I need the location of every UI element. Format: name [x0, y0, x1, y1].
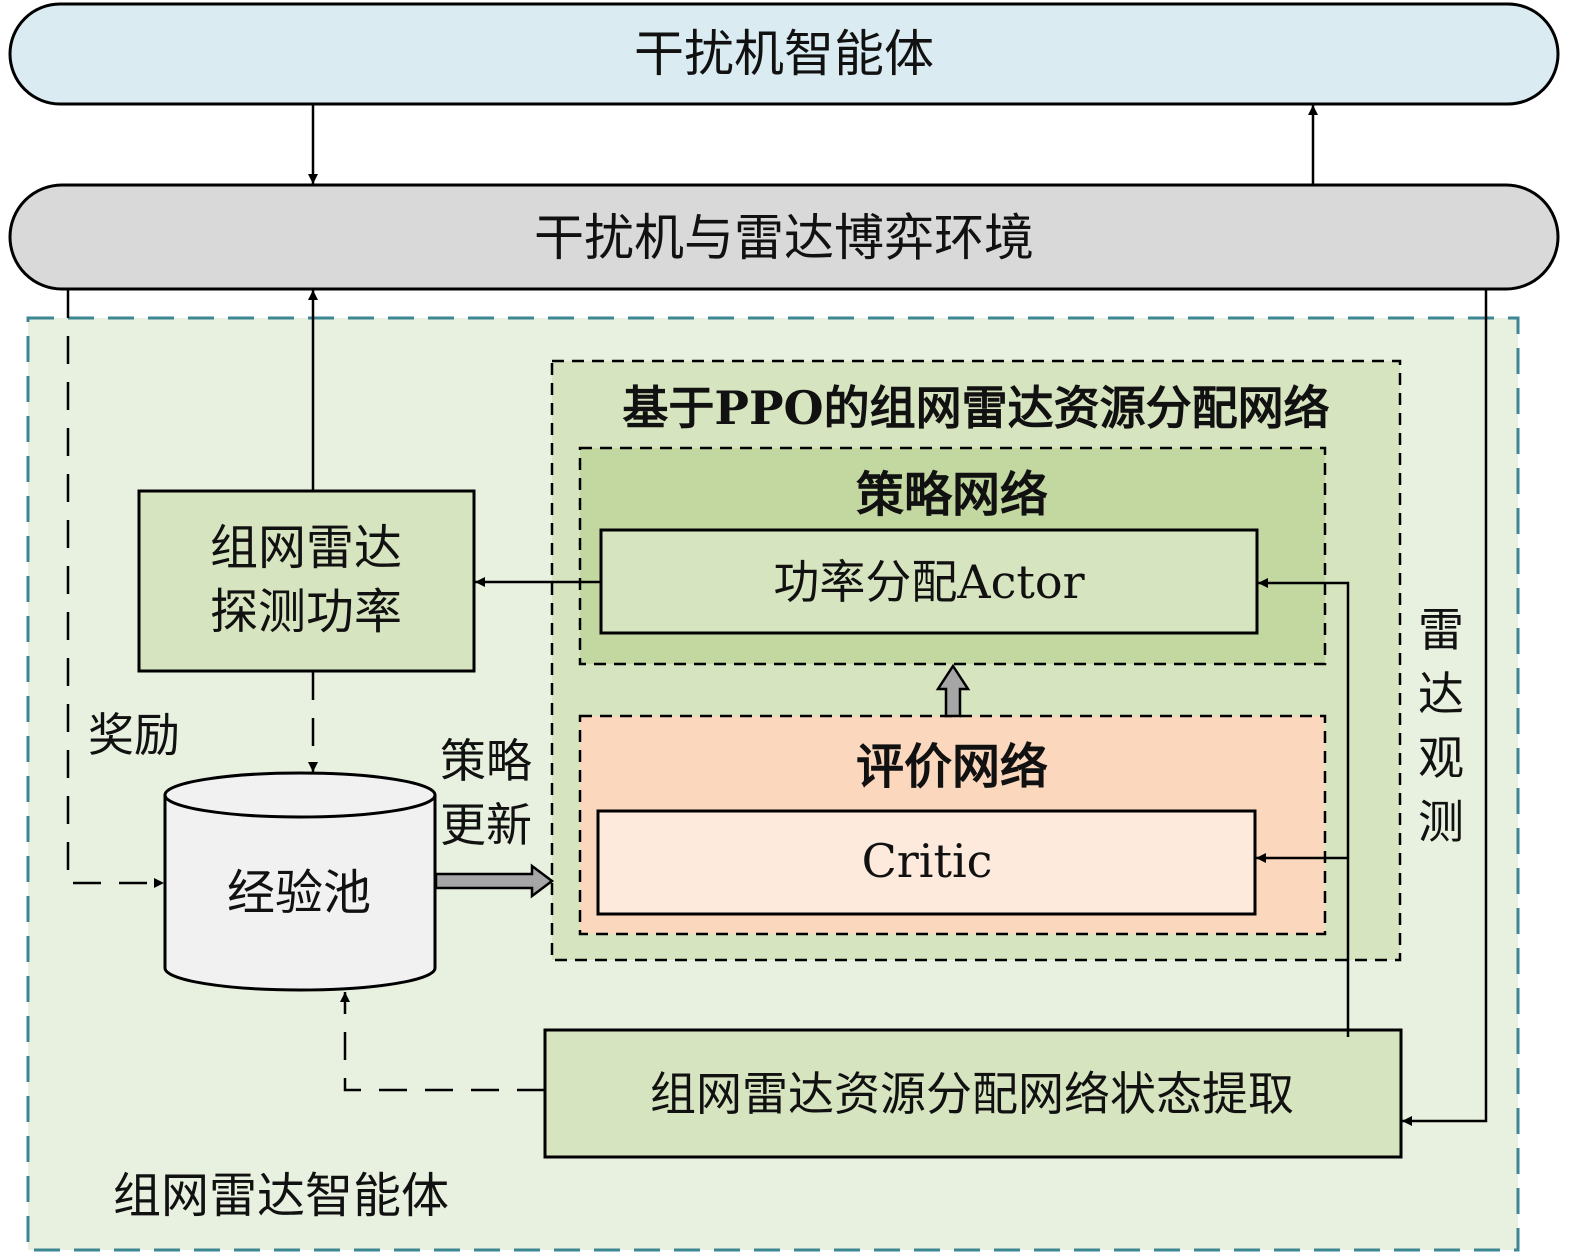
radar-observation-char-3: 观 [1418, 731, 1464, 785]
critic-box[interactable] [596, 809, 1257, 916]
arrow-env-to-state [1402, 290, 1488, 1126]
detection-power-box[interactable] [137, 489, 476, 673]
detection-power-label-line1: 组网雷达 [209, 520, 403, 576]
arrow-state-to-pool [340, 992, 545, 1092]
experience-pool-label: 经验池 [226, 865, 372, 921]
ppo-network-title: 基于PPO的组网雷达资源分配网络 [622, 381, 1330, 435]
actor-label: 功率分配Actor [773, 555, 1085, 609]
radar-observation-char-2: 达 [1418, 667, 1464, 721]
arrow-state-to-actor [1258, 578, 1350, 1037]
critic-network-title: 评价网络 [855, 739, 1049, 795]
radar-observation-char-1: 雷 [1418, 603, 1464, 657]
policy-network-title: 策略网络 [855, 467, 1049, 523]
policy-update-label-line1: 策略 [440, 734, 532, 788]
reward-label: 奖励 [88, 708, 180, 762]
environment-box[interactable] [8, 183, 1560, 291]
detection-power-label-line2: 探测功率 [209, 584, 403, 640]
radar-agent-label: 组网雷达智能体 [113, 1168, 450, 1224]
environment-label: 干扰机与雷达博弈环境 [534, 209, 1034, 267]
radar-observation-char-4: 测 [1418, 795, 1464, 849]
hollow-arrow-pool-to-ppo [434, 863, 555, 899]
critic-label: Critic [861, 834, 993, 888]
hollow-arrow-critic-to-actor [935, 663, 971, 718]
policy-update-label-line2: 更新 [440, 798, 532, 852]
jammer-agent-label: 干扰机智能体 [634, 25, 934, 83]
jammer-agent-box[interactable] [8, 2, 1560, 106]
state-extraction-box[interactable] [543, 1028, 1403, 1159]
experience-pool-cylinder[interactable] [163, 771, 437, 992]
arrow-reward-to-pool [66, 290, 164, 888]
state-extraction-label: 组网雷达资源分配网络状态提取 [650, 1067, 1294, 1121]
